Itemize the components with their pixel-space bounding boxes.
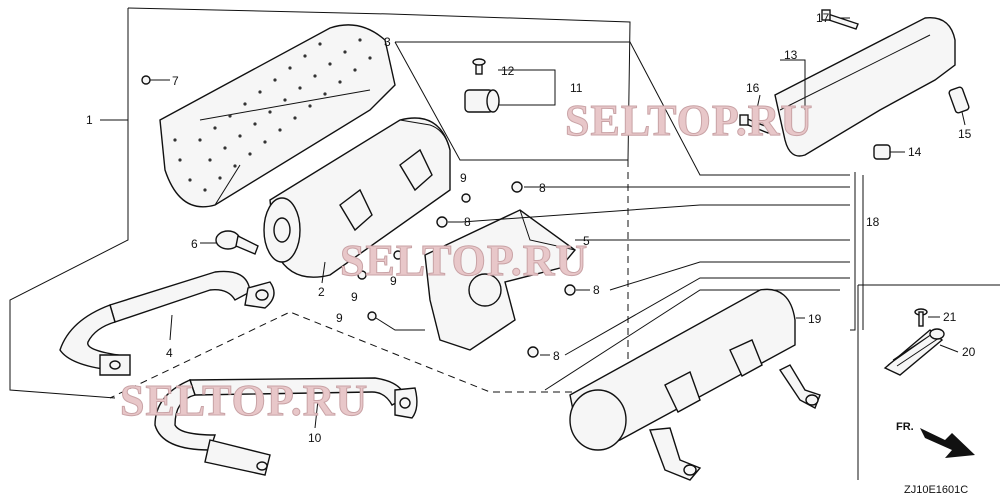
spark-arrester-screen-part [883, 328, 945, 376]
callout-10: 10 [308, 431, 322, 445]
group-bracket-right [544, 289, 840, 391]
callout-2: 2 [318, 285, 325, 299]
diagram-code: ZJ10E1601C [904, 484, 968, 496]
group-bracket-1-top [127, 7, 631, 161]
callout-16: 16 [746, 81, 760, 95]
callout-9d: 9 [336, 311, 343, 325]
callout-15: 15 [958, 127, 972, 141]
leader-lines [100, 17, 966, 429]
watermark-top: SELTOP.RU [565, 96, 813, 145]
muffler-part [263, 117, 451, 278]
callout-11: 11 [570, 81, 583, 95]
callout-14: 14 [908, 145, 922, 159]
callout-1: 1 [86, 113, 93, 127]
callout-20: 20 [962, 345, 976, 359]
small-bolts [141, 75, 576, 358]
bracket-plate-part [424, 209, 577, 351]
spark-arrester-cap-part [464, 58, 500, 113]
callout-3: 3 [384, 35, 391, 49]
front-direction-arrow-icon [920, 428, 975, 458]
callout-13: 13 [784, 48, 798, 62]
callout-7: 7 [172, 74, 179, 88]
exhaust-pipe-upper-part [59, 270, 275, 376]
bolt-16-part [739, 114, 771, 134]
callout-21: 21 [943, 310, 957, 324]
callout-17: 17 [816, 11, 830, 25]
muffler-assembly-part [569, 288, 821, 481]
group-bracket-1 [9, 8, 129, 399]
callout-5: 5 [583, 234, 590, 248]
callout-9b: 9 [390, 274, 397, 288]
watermark-middle: SELTOP.RU [340, 236, 588, 285]
group-bracket-dashed [109, 160, 629, 399]
front-direction-label: FR. [896, 421, 914, 433]
callout-9a: 9 [460, 171, 467, 185]
bolt-17-part [821, 9, 859, 30]
callout-8d: 8 [553, 349, 560, 363]
callout-8b: 8 [464, 215, 471, 229]
callout-9c: 9 [351, 290, 358, 304]
screw-21-part [914, 308, 928, 327]
group-bracket-18 [850, 172, 856, 331]
callout-4: 4 [166, 346, 173, 360]
callout-6: 6 [191, 237, 198, 251]
clamp-part [215, 230, 259, 255]
callout-8c: 8 [593, 283, 600, 297]
callout-12: 12 [501, 64, 515, 78]
section-divider [857, 284, 1000, 480]
heat-shield-part [159, 24, 396, 208]
exhaust-pipe-lower-part [154, 377, 418, 476]
collar-part [948, 86, 970, 114]
callout-8a: 8 [539, 181, 546, 195]
nut-part [873, 144, 891, 160]
callout-19: 19 [808, 312, 822, 326]
callout-18: 18 [866, 215, 880, 229]
watermark-bottom: SELTOP.RU [120, 376, 368, 425]
